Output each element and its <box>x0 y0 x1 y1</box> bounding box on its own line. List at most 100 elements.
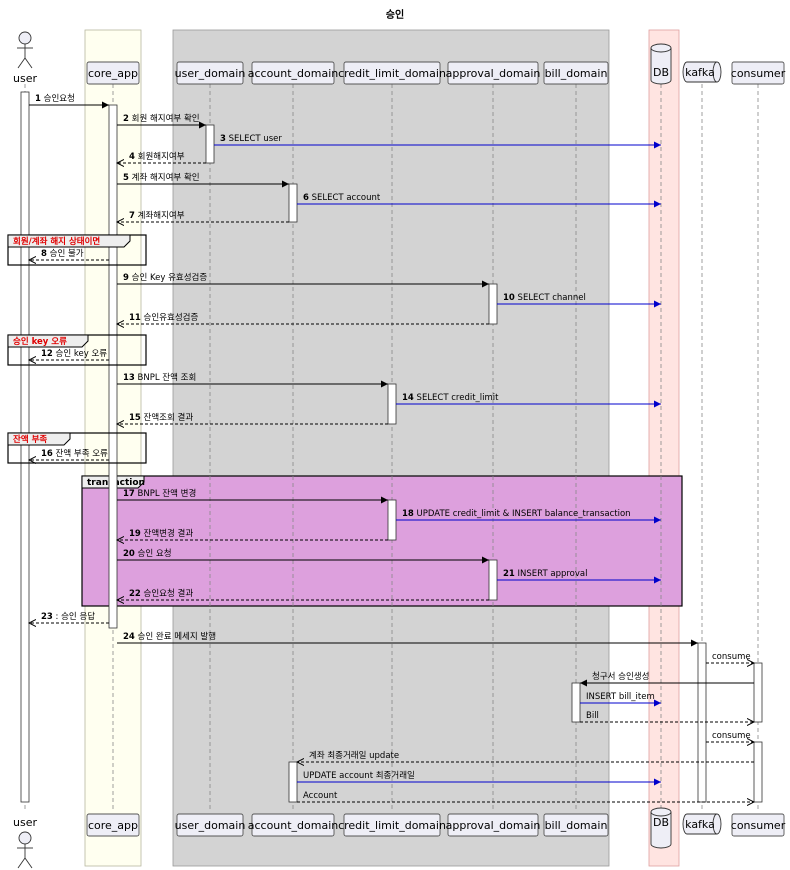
message-label: 10 SELECT channel <box>503 293 586 303</box>
message-text: 승인 완료 메세지 발행 <box>138 631 217 642</box>
message-text: BNPL 잔액 변경 <box>138 488 197 499</box>
message-text: 승인유효성검증 <box>144 312 199 323</box>
message-text: 계좌해지여부 <box>138 210 185 221</box>
message-21: 21 INSERT approval <box>497 569 661 584</box>
message-number: 20 <box>123 549 135 559</box>
participant-kafka-top: kafka <box>682 61 722 83</box>
participant-label: DB <box>653 66 669 79</box>
participant-user-bottom: user <box>13 816 37 869</box>
message-text: SELECT channel <box>518 293 586 303</box>
message-label: Bill <box>586 711 599 721</box>
message-8: 8 승인 불가 <box>29 248 109 260</box>
message-18: 18 UPDATE credit_limit & INSERT balance_… <box>396 509 661 524</box>
message-number: 22 <box>129 589 141 599</box>
message-9: 9 승인 Key 유효성검증 <box>117 272 489 288</box>
activation-bar <box>753 741 763 803</box>
message-6: 6 SELECT account <box>297 193 661 208</box>
participant-label: bill_domain <box>545 67 608 80</box>
participant-bill_domain-top: bill_domain <box>543 61 609 85</box>
message-async-29: 계좌 최종거래일 update <box>297 750 754 762</box>
message-label: 11 승인유효성검증 <box>129 312 198 323</box>
message-number: 10 <box>503 293 515 303</box>
participant-label: account_domain <box>248 819 339 832</box>
activation-bar <box>571 682 581 723</box>
message-text: 계좌 해지여부 확인 <box>132 172 200 183</box>
message-text: 승인 key 오류 <box>56 348 108 359</box>
participant-DB-bottom: DB <box>650 807 672 849</box>
message-number: 18 <box>402 509 414 519</box>
message-text: BNPL 잔액 조회 <box>138 372 197 383</box>
message-20: 20 승인 요청 <box>117 548 489 564</box>
message-label: 6 SELECT account <box>303 193 381 203</box>
message-text: Account <box>303 791 338 801</box>
message-text: 승인요청 결과 <box>144 588 194 599</box>
message-19: 19 잔액변경 결과 <box>117 528 388 540</box>
message-number: 8 <box>41 249 47 259</box>
message-label: 20 승인 요청 <box>123 548 172 559</box>
activation-bar <box>488 283 498 325</box>
message-2: 2 회원 해지여부 확인 <box>117 113 206 129</box>
message-13: 13 BNPL 잔액 조회 <box>117 372 388 388</box>
participant-user-top: user <box>13 31 37 85</box>
message-number: 13 <box>123 373 135 383</box>
message-async-25: 청구서 승인생성 <box>580 671 754 687</box>
participant-label: core_app <box>88 819 138 832</box>
message-number: 7 <box>129 211 135 221</box>
message-number: 14 <box>402 393 414 403</box>
message-text: : 승인 응답 <box>56 611 96 622</box>
message-1: 1 승인요청 <box>29 93 109 109</box>
message-text: 계좌 최종거래일 update <box>309 750 399 761</box>
message-22: 22 승인요청 결과 <box>117 588 489 600</box>
message-label: consume <box>712 731 751 741</box>
message-label: 5 계좌 해지여부 확인 <box>123 172 200 183</box>
message-16: 16 잔액 부족 오류 <box>29 448 109 460</box>
participant-core_app-top: core_app <box>86 61 140 85</box>
activation-bar <box>387 383 397 425</box>
group-balance_short: 잔액 부족 <box>7 432 147 464</box>
message-label: INSERT bill_item <box>586 692 655 702</box>
participant-label: core_app <box>88 67 138 80</box>
message-text: 회원 해지여부 확인 <box>132 113 200 124</box>
message-text: consume <box>712 731 751 741</box>
message-label: 청구서 승인생성 <box>592 671 649 682</box>
participant-label: credit_limit_domain <box>338 67 446 80</box>
message-async-30: UPDATE account 최종거래일 <box>297 770 661 786</box>
group-user_check: 회원/계좌 해지 상태이면 <box>7 234 147 266</box>
participant-credit_limit_domain-top: credit_limit_domain <box>338 61 446 85</box>
message-number: 6 <box>303 193 309 203</box>
message-label: 19 잔액변경 결과 <box>129 528 193 539</box>
message-label: 2 회원 해지여부 확인 <box>123 113 200 124</box>
message-text: 잔액조회 결과 <box>144 412 194 423</box>
message-label: 1 승인요청 <box>35 93 75 104</box>
participant-user_domain-top: user_domain <box>175 61 246 85</box>
message-label: 8 승인 불가 <box>41 248 84 259</box>
database-icon <box>650 48 672 85</box>
participant-label: user_domain <box>175 67 246 80</box>
message-label: consume <box>712 652 751 662</box>
message-10: 10 SELECT channel <box>497 293 661 308</box>
message-label: 13 BNPL 잔액 조회 <box>123 372 196 383</box>
message-label: 16 잔액 부족 오류 <box>41 448 108 459</box>
message-text: 잔액변경 결과 <box>144 528 194 539</box>
message-text: 청구서 승인생성 <box>592 671 649 682</box>
participant-label: bill_domain <box>545 819 608 832</box>
message-24: 24 승인 완료 메세지 발행 <box>117 631 698 647</box>
activation-bar <box>488 559 498 601</box>
activation-bar <box>753 662 763 723</box>
message-label: UPDATE account 최종거래일 <box>303 770 415 781</box>
message-label: 9 승인 Key 유효성검증 <box>123 272 207 283</box>
activation-bar <box>288 761 298 803</box>
participant-label: approval_domain <box>446 819 541 832</box>
message-text: 잔액 부족 오류 <box>56 448 109 459</box>
message-text: UPDATE credit_limit & INSERT balance_tra… <box>417 509 631 519</box>
activation-bar <box>205 124 215 164</box>
message-4: 4 회원해지여부 <box>117 151 206 163</box>
message-label: 24 승인 완료 메세지 발행 <box>123 631 216 642</box>
participant-user_domain-bottom: user_domain <box>175 813 245 837</box>
message-number: 17 <box>123 489 135 499</box>
participant-core_app-bottom: core_app <box>86 813 140 837</box>
participant-label: account_domain <box>248 67 339 80</box>
group-label: 회원/계좌 해지 상태이면 <box>13 236 100 247</box>
message-number: 19 <box>129 529 141 539</box>
